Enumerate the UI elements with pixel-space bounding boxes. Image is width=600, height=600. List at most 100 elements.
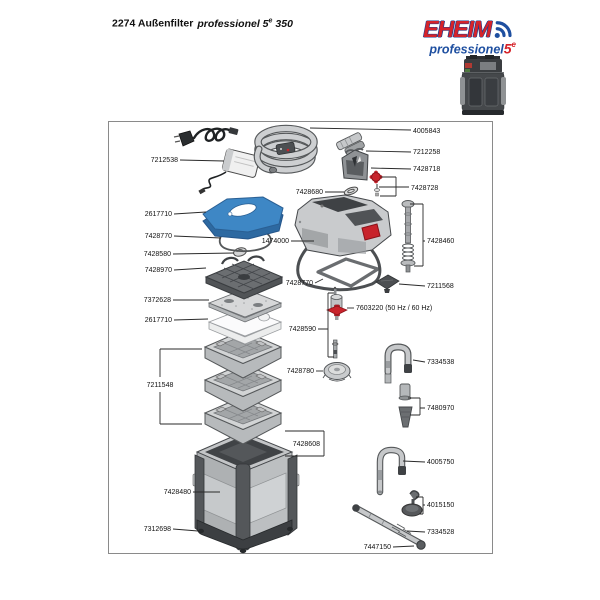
leader-line <box>402 460 426 463</box>
end-cap <box>416 540 426 550</box>
part-label: 1474000 <box>262 238 289 245</box>
safety-clip <box>343 186 359 196</box>
leader-bracket <box>318 292 334 358</box>
part-label: 4005750 <box>427 459 454 466</box>
leader-line <box>172 528 199 532</box>
hose-clip <box>275 141 296 155</box>
product-base <box>462 110 504 115</box>
title-size: 350 <box>275 17 293 30</box>
leader-line <box>365 150 412 153</box>
part-label: 7428728 <box>411 185 438 192</box>
leader-bracket <box>416 496 425 515</box>
subline-name: professionel <box>429 42 504 57</box>
product-red-indicator <box>465 63 472 68</box>
float-valve <box>375 274 400 293</box>
head-stand <box>296 244 382 292</box>
leader-line <box>406 530 426 533</box>
product-knob <box>485 55 494 59</box>
outlet-elbow <box>384 343 412 384</box>
product-clip <box>501 77 506 105</box>
product-knob <box>470 55 477 59</box>
leader-bracket <box>408 397 425 416</box>
part-label: 7428590 <box>289 326 316 333</box>
tap-unit <box>341 147 369 181</box>
part-label: 7212538 <box>151 157 178 164</box>
part-label: 7212258 <box>413 149 440 156</box>
part-label: 7211548 <box>147 382 174 389</box>
part-label: 7428970 <box>145 267 172 274</box>
part-label: 7312698 <box>144 526 171 533</box>
lid-cover <box>202 196 284 240</box>
brand-subline: professionel5e <box>400 41 516 57</box>
title-series: professionel 5 <box>197 17 269 30</box>
foot <box>239 548 247 554</box>
part-label: 4015150 <box>427 502 454 509</box>
inlet-pipe <box>376 446 406 496</box>
impeller <box>326 286 348 320</box>
leader-bracket <box>285 430 325 457</box>
leader-bracket <box>410 203 425 267</box>
leader-line <box>392 545 415 548</box>
hose-coil <box>253 124 318 174</box>
signal-icon <box>494 21 512 39</box>
filter-basket <box>203 329 283 379</box>
subline-number: 5 <box>503 40 512 57</box>
product-top <box>466 56 500 61</box>
pump-head <box>294 194 392 292</box>
foot <box>198 528 204 534</box>
power-supply <box>198 148 260 195</box>
title-model: 2274 Außenfilter <box>112 17 194 30</box>
filter-basket <box>203 362 283 412</box>
valve-spindle <box>400 200 416 273</box>
brand-wordmark: EHEIM <box>423 16 492 42</box>
part-label: 7211568 <box>427 283 454 290</box>
power-cord <box>173 127 239 147</box>
part-label: 2617710 <box>145 211 172 218</box>
impeller-shaft <box>332 339 339 359</box>
head-seal <box>316 257 380 288</box>
lid-seal <box>218 230 272 253</box>
leader-line <box>172 252 235 255</box>
part-label: 7334538 <box>427 359 454 366</box>
part-label: 7480970 <box>427 405 454 412</box>
subline-sup: e <box>511 40 516 49</box>
leader-line <box>412 359 426 363</box>
canister <box>192 431 300 554</box>
part-label: 7428608 <box>293 441 320 448</box>
product-display <box>480 62 496 70</box>
part-label: 7428480 <box>164 489 191 496</box>
part-label: 7428460 <box>427 238 454 245</box>
part-label: 7428770 <box>286 280 313 287</box>
leader-line <box>314 278 324 284</box>
foot <box>287 526 293 532</box>
part-label: 7428780 <box>287 368 314 375</box>
part-label: 7372628 <box>144 297 171 304</box>
leader-line <box>370 167 412 170</box>
product-green-indicator <box>465 69 470 72</box>
product-photo <box>460 55 506 115</box>
leader-line <box>173 267 207 271</box>
part-label: 7447150 <box>364 544 391 551</box>
lattice-plate <box>207 288 283 323</box>
nozzle-set <box>398 383 413 428</box>
product-panel <box>484 77 499 107</box>
suction-cup <box>401 490 423 517</box>
release-button <box>361 223 381 241</box>
eheim-logo: EHEIM professionel5e <box>400 18 516 57</box>
part-label: 4005843 <box>413 128 440 135</box>
valve-knob <box>369 170 383 197</box>
product-panel <box>468 77 483 107</box>
part-labels: 7212538 4005843 7212258 7428718 7428728 … <box>144 128 455 551</box>
leader-bracket <box>379 176 409 197</box>
part-label: 7428770 <box>145 233 172 240</box>
part-label: 7428580 <box>144 251 171 258</box>
part-label: 7603220 (50 Hz / 60 Hz) <box>356 305 432 312</box>
leader-line <box>179 159 225 162</box>
part-label: 7428718 <box>413 166 440 173</box>
diagram-frame <box>108 121 493 554</box>
leader-bracket <box>159 348 202 425</box>
product-clip <box>460 77 465 105</box>
